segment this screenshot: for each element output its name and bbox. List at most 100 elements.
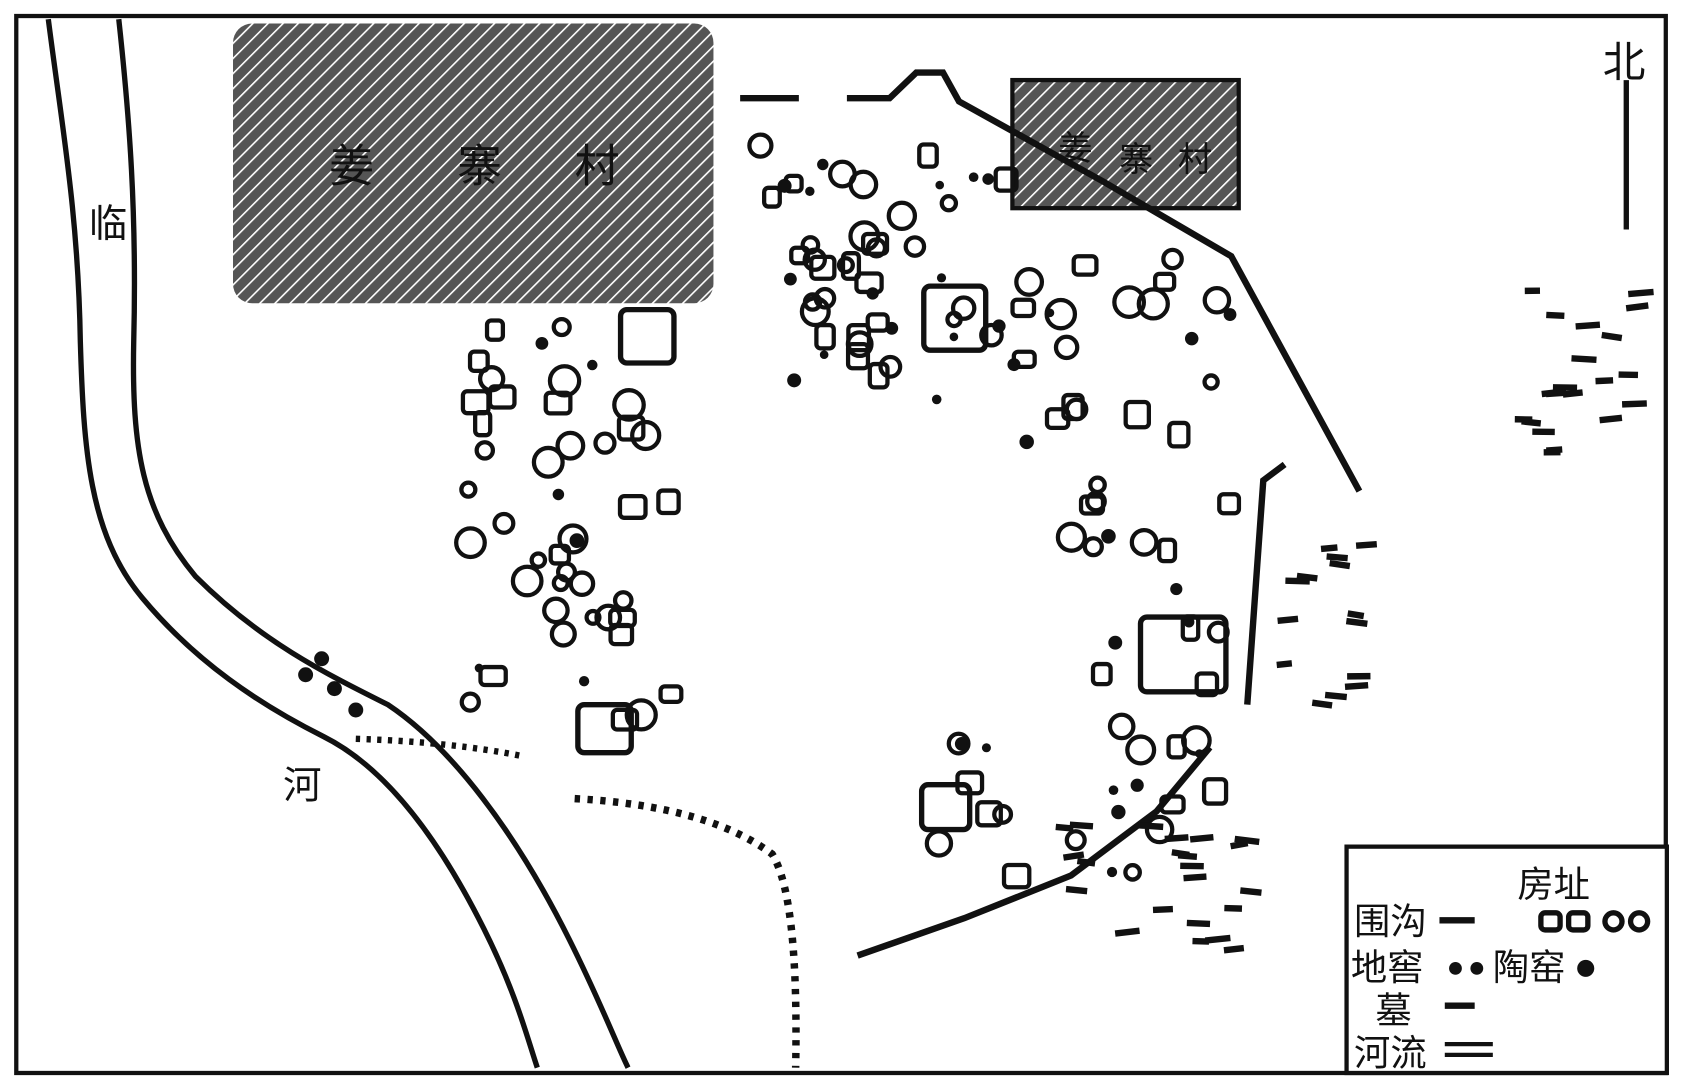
house-circle-icon <box>542 596 570 625</box>
river-label-2: 河 <box>283 764 321 809</box>
large-house-icon <box>921 283 989 353</box>
house-square-icon <box>975 800 1003 828</box>
cellar-icon <box>1108 635 1123 650</box>
cellar-icon <box>954 736 969 751</box>
house-circle-icon <box>612 590 634 611</box>
cellar-icon <box>982 173 994 185</box>
house-circle-icon <box>903 235 927 258</box>
cellar-icon <box>931 394 942 405</box>
house-circle-icon <box>802 247 827 272</box>
village-west-label-2: 寨 <box>457 139 502 192</box>
legend: 房址 围沟 地窖 陶窑 墓 河流 <box>1344 844 1669 1076</box>
cellar-icon <box>885 321 899 335</box>
kiln-icon <box>314 651 330 667</box>
tomb-icon <box>1138 822 1164 831</box>
cellar-icon <box>992 319 1006 333</box>
legend-cellar-icon <box>1449 961 1484 975</box>
house-square-icon <box>487 384 517 410</box>
cellar-icon <box>981 743 991 753</box>
tomb-icon <box>1329 559 1351 570</box>
house-square-icon <box>608 622 635 647</box>
house-square-icon <box>1153 271 1177 292</box>
cellar-icon <box>1019 434 1034 450</box>
cellar-icon <box>1045 308 1055 318</box>
cellar-icon <box>1101 528 1116 544</box>
river <box>45 18 631 1069</box>
village-east-label-3: 村 <box>1178 140 1212 180</box>
house-circle-icon <box>612 388 646 422</box>
house-square-icon <box>1071 254 1099 277</box>
house-square-icon <box>1194 671 1220 698</box>
house-circle-icon <box>1161 247 1184 271</box>
tomb-icon <box>1571 355 1597 363</box>
house-circle-icon <box>1136 287 1170 321</box>
cellar-icon <box>935 180 945 190</box>
house-circle-icon <box>474 440 496 461</box>
cellar-icon <box>1130 778 1144 792</box>
house-square-icon <box>1090 661 1113 687</box>
house-circle-icon <box>547 364 582 398</box>
tomb-icon <box>1599 414 1623 424</box>
legend-kiln-label: 陶窑 <box>1493 946 1566 989</box>
tomb-icon <box>1345 617 1368 627</box>
tomb-icon <box>1223 944 1245 954</box>
house-square-icon <box>1010 297 1037 319</box>
legend-house-icon <box>1538 910 1651 933</box>
cellar-icon <box>587 359 598 371</box>
house-circle-icon <box>939 193 959 213</box>
house-square-icon <box>917 142 939 169</box>
house-square-icon <box>814 322 836 351</box>
house-square-icon <box>473 410 493 438</box>
house-circle-icon <box>924 829 954 858</box>
house-square-icon <box>1201 777 1229 806</box>
tomb-icon <box>1065 885 1088 895</box>
house-circle-icon <box>594 603 623 632</box>
house-square-icon <box>478 664 508 688</box>
cellar-icon <box>936 273 947 283</box>
legend-river-label: 河流 <box>1354 1032 1427 1075</box>
house-circle-icon <box>1125 734 1157 766</box>
cellar-icon <box>817 158 829 171</box>
tomb-icon <box>1546 311 1565 320</box>
house-circle-icon <box>1144 814 1175 845</box>
map-frame <box>14 13 1668 1076</box>
house-circle-icon <box>1112 285 1147 319</box>
cellar-icon <box>1184 331 1199 346</box>
tomb-icon <box>1575 321 1601 330</box>
tomb-icon <box>1276 660 1293 669</box>
cellar-icon <box>866 287 879 300</box>
house-circle-icon <box>1055 521 1088 553</box>
house-circle-icon <box>531 445 565 479</box>
house-circle-icon <box>1202 373 1220 391</box>
tomb-icon <box>1224 904 1243 912</box>
cellar-icon <box>949 332 959 342</box>
village-west-label-3: 村 <box>575 139 620 192</box>
cellar-icon <box>552 488 565 501</box>
large-house-icon <box>575 701 634 756</box>
kiln-icon <box>326 681 342 697</box>
tomb-icon <box>1114 927 1140 937</box>
tomb-icon <box>1234 835 1260 846</box>
village-west-area <box>233 23 714 304</box>
house-circle-icon <box>1107 712 1136 741</box>
legend-cellar-label: 地窖 <box>1351 946 1424 989</box>
house-circle-icon <box>1082 536 1104 558</box>
kiln-icon <box>348 702 364 718</box>
tomb-icon <box>1344 681 1369 691</box>
house-circle-icon <box>1129 527 1159 557</box>
north-label: 北 <box>1603 38 1646 88</box>
legend-kiln-icon <box>1577 959 1595 977</box>
house-circle-icon <box>492 511 516 535</box>
cellar-icon <box>784 272 797 286</box>
house-square-icon <box>467 349 490 374</box>
house-square-icon <box>1123 399 1151 430</box>
tomb-icon <box>1177 852 1198 860</box>
cellar-icon <box>1106 866 1118 878</box>
tomb-icon <box>1239 887 1262 896</box>
tomb-icon <box>1204 934 1231 944</box>
house-square-icon <box>1159 794 1186 815</box>
cellar-icon <box>805 186 815 197</box>
cellar-icon <box>1111 804 1126 820</box>
tomb-icon <box>1296 572 1318 582</box>
tomb-icon <box>1621 400 1647 408</box>
